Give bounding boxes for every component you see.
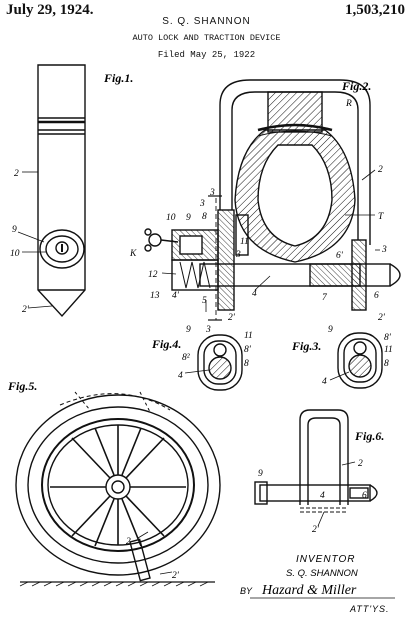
patent-date: July 29, 1924. (6, 2, 94, 18)
ref-label: 2 (126, 537, 131, 547)
patent-number: 1,503,210 (345, 2, 405, 18)
fig3-label: Fig.3. (291, 339, 321, 353)
ref-label: 4 (252, 289, 257, 299)
ref-label: K (129, 249, 137, 259)
ref-label: 6 (374, 291, 379, 301)
ref-label: R (345, 99, 352, 109)
ref-label: 9 (186, 325, 191, 335)
ref-label: 10 (166, 213, 176, 223)
ref-label: 6' (336, 251, 344, 261)
ref-label: 4 (178, 371, 183, 381)
ref-label: 3 (381, 245, 387, 255)
reference-labels: 2 9 10 2' R 2 T 3 3 8 10 9 11 3 K 12 13 … (10, 99, 393, 581)
fig6-label: Fig.6. (354, 429, 384, 443)
fig5-label: Fig.5. (7, 379, 37, 393)
ref-label: 2' (22, 305, 30, 315)
ref-label: 8 (244, 359, 249, 369)
ref-label: T (378, 212, 384, 222)
ref-label: 2 (14, 169, 19, 179)
ref-label: 9 (258, 469, 263, 479)
fig4-label: Fig.4. (151, 337, 181, 351)
by-label: BY (240, 586, 253, 596)
ref-label: 3 (199, 199, 205, 209)
ref-label: 2' (312, 525, 320, 535)
ref-label: 8 (202, 212, 207, 222)
inventor-header: S. Q. SHANNON (162, 16, 251, 27)
ref-label: 2' (228, 313, 236, 323)
inventor-heading: INVENTOR (296, 554, 356, 565)
inventor-name: S. Q. SHANNON (286, 568, 358, 579)
ref-label: 8² (182, 353, 190, 363)
ref-label: 13 (150, 291, 160, 301)
ref-label: 7 (322, 293, 328, 303)
figure-1-drawing (17, 64, 86, 318)
ref-label: 9 (12, 225, 17, 235)
ref-label: 2' (172, 571, 180, 581)
ref-label: 6 (362, 491, 367, 501)
ref-label: 2 (358, 459, 363, 469)
attorney-signature: Hazard & Miller (261, 583, 357, 598)
ref-label: 11 (244, 331, 253, 341)
filed-date: Filed May 25, 1922 (157, 50, 256, 60)
patent-title: AUTO LOCK AND TRACTION DEVICE (132, 33, 281, 43)
ref-label: 4 (322, 377, 327, 387)
fig1-label: Fig.1. (103, 71, 133, 85)
ref-label: 9 (328, 325, 333, 335)
figure-4-drawing (184, 334, 243, 391)
ref-label: 10 (10, 249, 20, 259)
figure-2-drawing (144, 79, 401, 321)
figure-3-drawing (329, 332, 383, 389)
attorneys-label: ATT'YS. (349, 604, 390, 614)
ref-label: 11 (384, 345, 393, 355)
ref-label: 9 (186, 213, 191, 223)
ref-label: 4 (320, 491, 325, 501)
figure-5-drawing (15, 391, 221, 587)
ref-label: 12 (148, 270, 158, 280)
figure-6-drawing (254, 409, 378, 527)
fig2-label: Fig.2. (341, 79, 371, 93)
ref-label: 3 (209, 188, 215, 198)
ref-label: 4' (172, 291, 180, 301)
ref-label: 5 (202, 296, 207, 306)
ref-label: 2' (378, 313, 386, 323)
ref-label: 8' (244, 345, 252, 355)
ref-label: 8' (384, 333, 392, 343)
ref-label: 11 (240, 237, 249, 247)
ref-label: 2 (378, 165, 383, 175)
ref-label: 8 (384, 359, 389, 369)
signature-block: INVENTOR S. Q. SHANNON BY Hazard & Mille… (240, 554, 395, 614)
ref-label: 3 (205, 325, 211, 335)
ref-label: 3 (235, 250, 241, 260)
